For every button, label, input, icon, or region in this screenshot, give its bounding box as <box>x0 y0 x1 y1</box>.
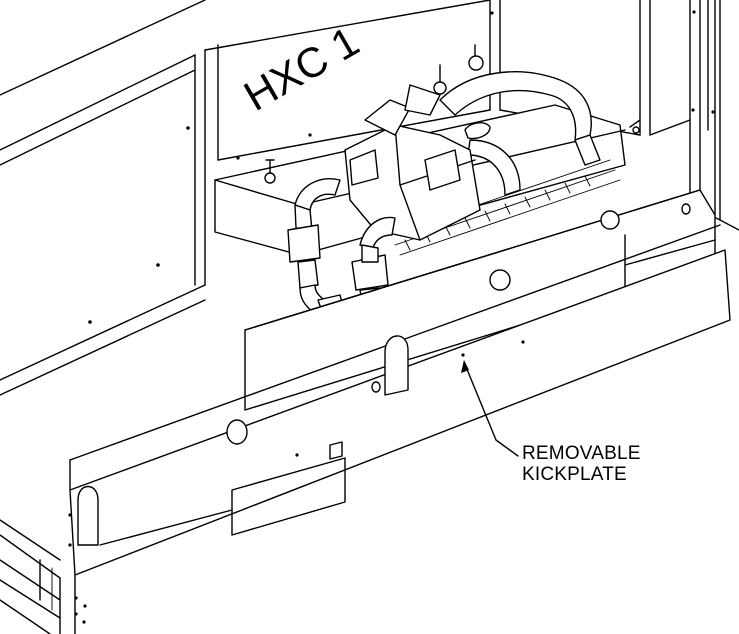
callout-leader <box>463 361 519 457</box>
callout-line-1: REMOVABLE <box>522 443 641 464</box>
kickplate-callout: REMOVABLE KICKPLATE <box>522 443 641 485</box>
cabinet-frame <box>0 0 739 396</box>
callout-line-2: KICKPLATE <box>522 464 627 485</box>
removable-kickplate <box>59 224 731 634</box>
base-rails <box>0 519 61 634</box>
callout-arrowhead <box>461 360 469 373</box>
front-panel <box>244 189 716 411</box>
